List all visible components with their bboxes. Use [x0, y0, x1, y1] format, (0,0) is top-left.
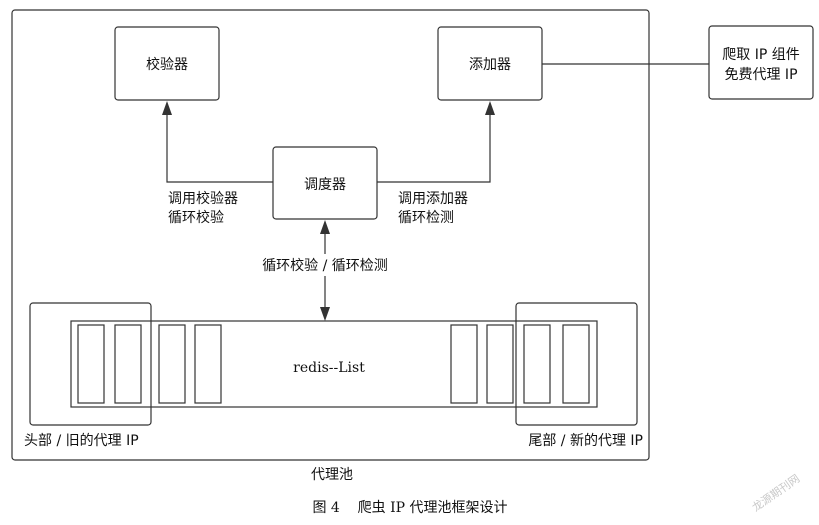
verifier-arrowhead: [162, 101, 172, 115]
scheduler-box: [272, 146, 378, 220]
redis-list-label: redis--List: [293, 360, 365, 376]
scheduler-to-verifier-connector: [166, 112, 273, 183]
tail-region-frame: [515, 302, 638, 426]
scheduler-label: 调度器: [304, 177, 346, 193]
list-slot: [158, 324, 186, 404]
scheduler-to-adder-connector: [377, 112, 491, 183]
cycle-label-background: [246, 254, 404, 276]
head-old-proxy-label: 头部 / 旧的代理 IP: [24, 433, 139, 449]
proxy-pool-label: 代理池: [311, 467, 353, 483]
call-adder-label-line2: 循环检测: [398, 210, 454, 226]
tail-new-proxy-label: 尾部 / 新的代理 IP: [528, 433, 643, 449]
redis-down-arrowhead: [320, 307, 330, 321]
scheduler-up-arrowhead: [320, 220, 330, 234]
redis-list-container: [70, 320, 598, 408]
adder-arrowhead: [485, 101, 495, 115]
verifier-box: [114, 26, 220, 101]
list-slot: [194, 324, 222, 404]
head-region-frame: [29, 302, 152, 426]
watermark: 龙源期刊网: [749, 471, 802, 514]
verifier-label: 校验器: [146, 56, 188, 73]
crawler-label-line2: 免费代理 IP: [724, 67, 797, 83]
list-slot: [77, 324, 105, 404]
list-slot: [523, 324, 551, 404]
cycle-check-label: 循环校验 / 循环检测: [262, 257, 388, 274]
call-adder-label-line1: 调用添加器: [398, 191, 468, 207]
list-slot: [486, 324, 514, 404]
call-verifier-label-line2: 循环校验: [168, 209, 224, 226]
proxy-pool-frame: [11, 9, 650, 461]
list-slot: [450, 324, 478, 404]
list-slot: [114, 324, 142, 404]
adder-label: 添加器: [469, 57, 511, 73]
figure-caption: 图 4 爬虫 IP 代理池框架设计: [312, 500, 507, 516]
list-slot: [562, 324, 590, 404]
crawler-component-box: [708, 25, 814, 100]
call-verifier-label-line1: 调用校验器: [168, 190, 238, 207]
crawler-label-line1: 爬取 IP 组件: [722, 47, 799, 63]
